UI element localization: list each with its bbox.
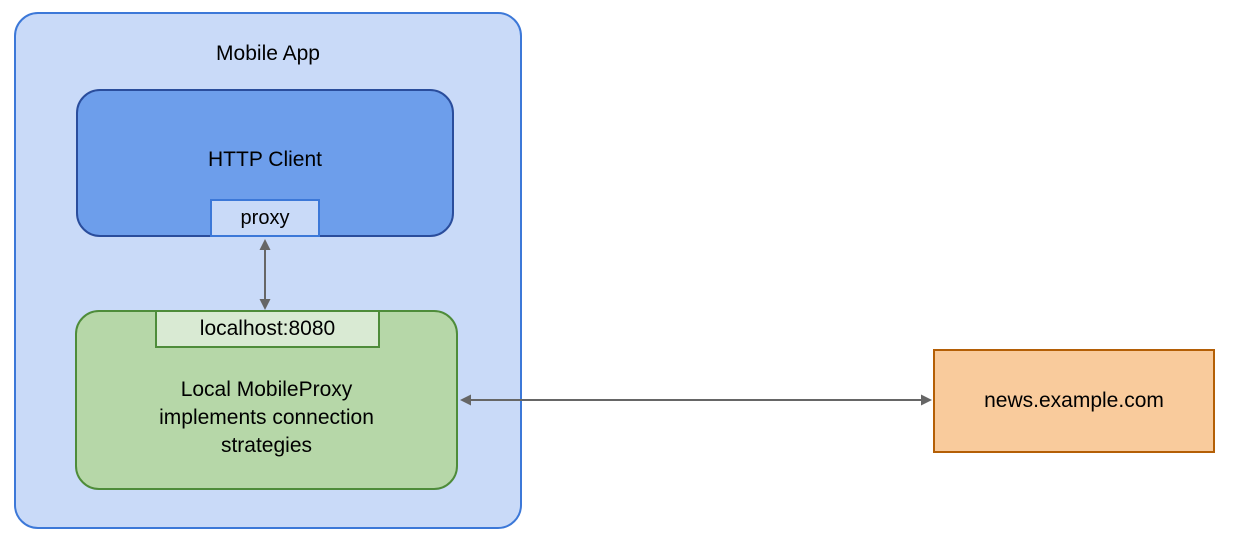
local-mobileproxy-label: Local MobileProxy implements connection … (159, 378, 374, 457)
remote-server-node: news.example.com (933, 349, 1215, 453)
localhost-port-label: localhost:8080 (199, 317, 336, 340)
mobile-app-label: Mobile App (216, 42, 320, 65)
mobile-app-container: Mobile App HTTP Client proxy localhost:8… (14, 12, 522, 529)
localhost-port-tag: localhost:8080 (155, 310, 380, 348)
remote-server-label: news.example.com (984, 389, 1164, 412)
arrow-localproxy-to-remote (460, 394, 932, 406)
proxy-port-label: proxy (240, 206, 290, 229)
proxy-port-tag: proxy (210, 199, 320, 237)
http-client-label: HTTP Client (208, 148, 322, 171)
http-client-node: HTTP Client proxy (76, 89, 454, 237)
local-mobileproxy-node: localhost:8080 Local MobileProxy impleme… (75, 310, 458, 490)
